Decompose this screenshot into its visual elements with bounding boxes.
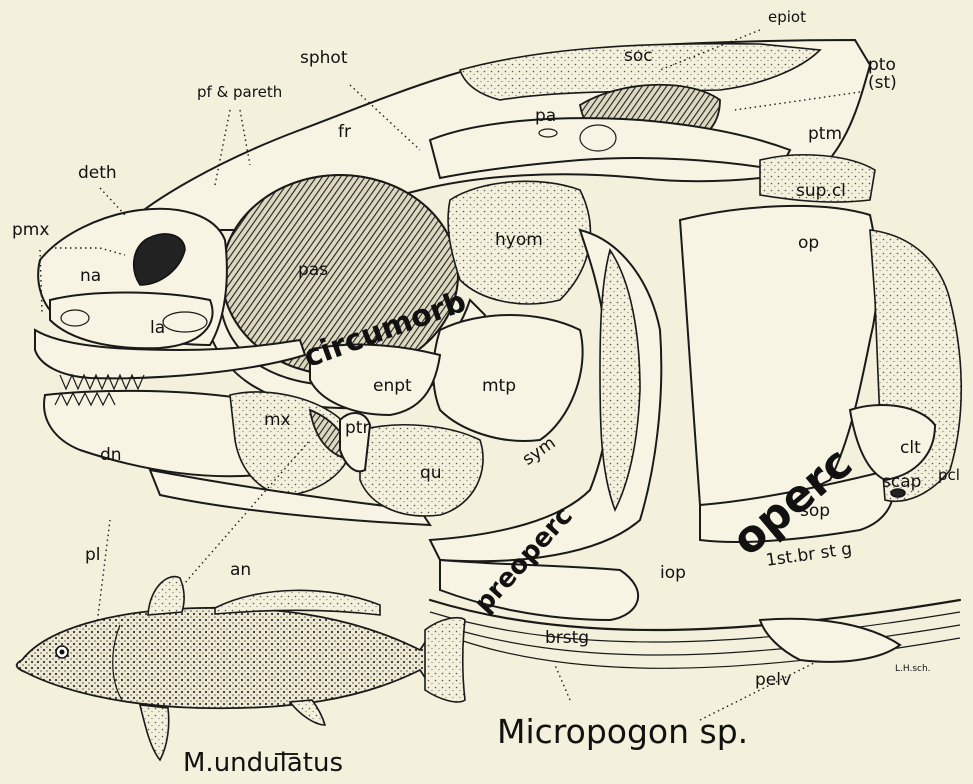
label-an: an — [230, 562, 251, 579]
label-scap: scap — [882, 474, 921, 491]
label-st: (st) — [868, 75, 897, 92]
label-op: op — [798, 235, 819, 252]
artist-signature: L.H.sch. — [895, 665, 931, 674]
label-mx: mx — [264, 412, 291, 429]
pelvic-girdle — [760, 619, 900, 662]
label-pa: pa — [535, 108, 556, 125]
label-mtp: mtp — [482, 378, 516, 395]
inset-fish-dorsal-fin-2 — [215, 590, 380, 615]
label-ptr: ptr — [345, 420, 369, 437]
label-iop: iop — [660, 565, 686, 582]
label-enpt: enpt — [373, 378, 412, 395]
inset-fish-body — [17, 608, 462, 708]
label-sup-cl: sup.cl — [796, 183, 846, 200]
label-pl: pl — [85, 547, 101, 564]
inset-fish-tail — [425, 618, 465, 702]
label-deth: deth — [78, 165, 117, 182]
label-sop: sop — [800, 503, 830, 520]
caption-inset: M.undulatus — [183, 750, 343, 776]
label-fr: fr — [338, 124, 351, 141]
label-la: la — [150, 320, 165, 337]
leader-brstg — [555, 665, 570, 700]
lacrimal — [50, 293, 213, 349]
label-pf-pareth: pf & pareth — [197, 85, 282, 100]
label-epiot: epiot — [768, 10, 806, 25]
label-pelv: pelv — [755, 672, 791, 689]
leader-deth — [100, 188, 125, 215]
leader-pelv — [700, 660, 820, 720]
label-na: na — [80, 268, 101, 285]
label-pmx: pmx — [12, 222, 49, 239]
label-hyom: hyom — [495, 232, 543, 249]
inset-fish-anal-fin — [290, 700, 325, 725]
caption-main: Micropogon sp. — [497, 715, 748, 748]
inset-fish-pelvic-fin — [140, 705, 169, 760]
label-qu: qu — [420, 465, 442, 482]
label-clt: clt — [900, 440, 921, 457]
label-pas: pas — [298, 262, 328, 279]
label-pto: pto — [868, 57, 896, 74]
label-pcl: pcl — [938, 468, 960, 483]
label-ptm: ptm — [808, 126, 842, 143]
label-dn: dn — [100, 447, 122, 464]
label-soc: soc — [624, 48, 653, 65]
label-brstg: brstg — [545, 630, 589, 647]
label-sphot: sphot — [300, 50, 348, 67]
inset-fish-dorsal-fin — [148, 577, 184, 615]
